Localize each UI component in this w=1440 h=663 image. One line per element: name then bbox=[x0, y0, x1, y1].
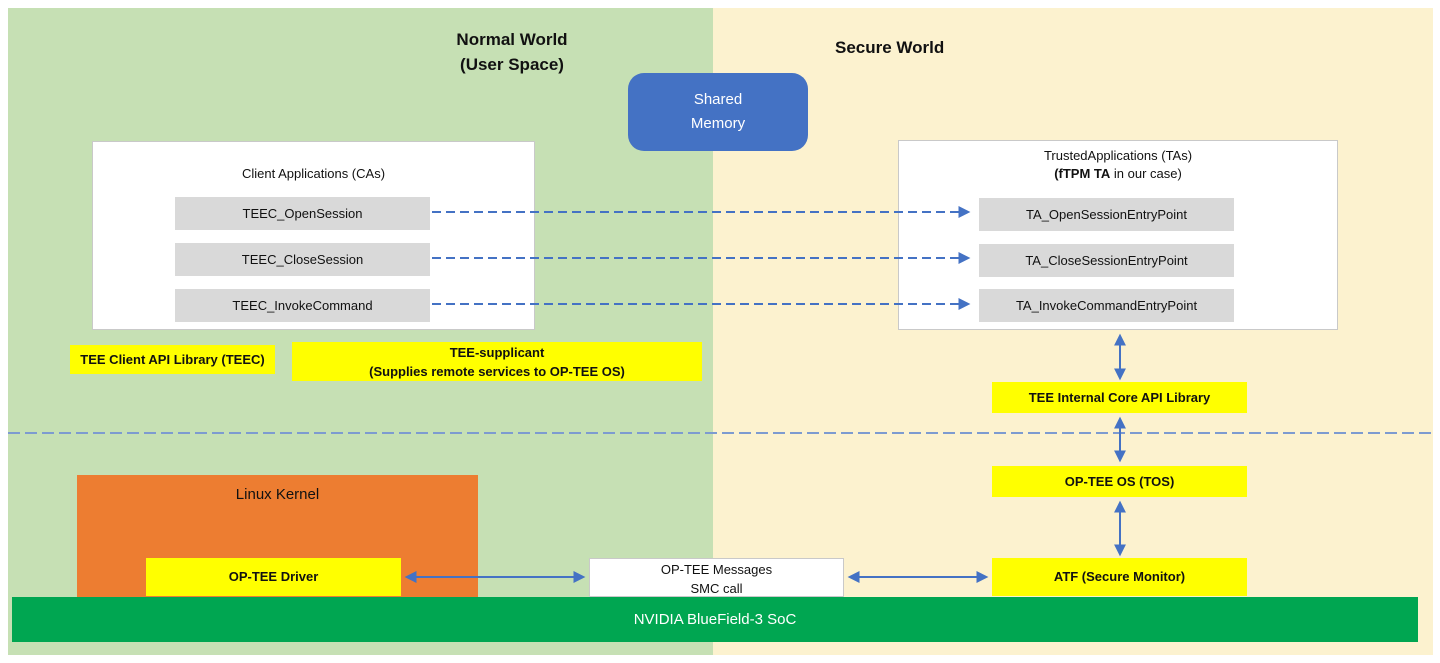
teec-invoke-command-box: TEEC_InvokeCommand bbox=[175, 289, 430, 322]
smc-line2: SMC call bbox=[690, 581, 743, 596]
teec-open-session-box: TEEC_OpenSession bbox=[175, 197, 430, 230]
normal-world-title: Normal World (User Space) bbox=[402, 27, 622, 77]
ta-close-session-entrypoint-box: TA_CloseSessionEntryPoint bbox=[979, 244, 1234, 277]
tee-internal-core-api-box: TEE Internal Core API Library bbox=[992, 382, 1247, 413]
shared-memory-box: Shared Memory bbox=[628, 73, 808, 151]
tee-supplicant-line1: TEE-supplicant bbox=[449, 345, 545, 360]
ftpm-ta-bold-text: (fTPM TA bbox=[1054, 166, 1111, 181]
shared-memory-line2: Memory bbox=[690, 115, 746, 132]
optee-messages-smc-box: OP-TEE Messages SMC call bbox=[589, 558, 844, 597]
teec-close-session-box: TEEC_CloseSession bbox=[175, 243, 430, 276]
shared-memory-line1: Shared bbox=[693, 91, 743, 108]
ta-invoke-command-entrypoint-box: TA_InvokeCommandEntryPoint bbox=[979, 289, 1234, 322]
client-applications-box: Client Applications (CAs) TEEC_OpenSessi… bbox=[92, 141, 535, 330]
optee-driver-box: OP-TEE Driver bbox=[146, 558, 401, 596]
atf-secure-monitor-box: ATF (Secure Monitor) bbox=[992, 558, 1247, 596]
ftpm-ta-rest-text: in our case) bbox=[1110, 166, 1182, 181]
linux-kernel-label: Linux Kernel bbox=[235, 486, 320, 503]
nvidia-bluefield-soc-bar: NVIDIA BlueField-3 SoC bbox=[12, 597, 1418, 642]
optee-os-box: OP-TEE OS (TOS) bbox=[992, 466, 1247, 497]
trusted-applications-box: TrustedApplications (TAs) (fTPM TA in ou… bbox=[898, 140, 1338, 330]
tee-supplicant-box: TEE-supplicant (Supplies remote services… bbox=[292, 342, 702, 381]
smc-line1: OP-TEE Messages bbox=[660, 562, 773, 577]
ta-open-session-entrypoint-box: TA_OpenSessionEntryPoint bbox=[979, 198, 1234, 231]
secure-world-title: Secure World bbox=[835, 38, 945, 57]
trusted-applications-title-line1: TrustedApplications (TAs) bbox=[1043, 148, 1193, 163]
normal-world-title-line2: (User Space) bbox=[460, 55, 564, 74]
client-applications-title: Client Applications (CAs) bbox=[241, 166, 386, 181]
normal-world-title-line1: Normal World bbox=[456, 30, 568, 49]
trusted-applications-title-line2: (fTPM TA in our case) bbox=[899, 166, 1337, 181]
tee-supplicant-line2: (Supplies remote services to OP-TEE OS) bbox=[369, 364, 625, 379]
secure-world-region bbox=[713, 8, 1433, 655]
tee-client-api-library-box: TEE Client API Library (TEEC) bbox=[70, 345, 275, 374]
